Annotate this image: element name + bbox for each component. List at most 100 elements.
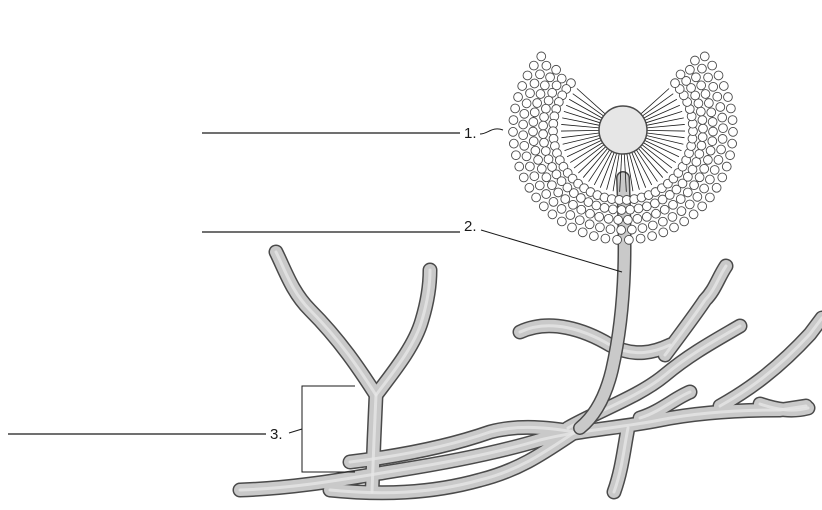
spore xyxy=(714,71,723,80)
spore xyxy=(660,205,669,214)
spore xyxy=(529,127,538,136)
spore xyxy=(695,173,704,182)
spore xyxy=(548,210,557,219)
spore xyxy=(729,127,738,136)
spore xyxy=(617,226,626,235)
spore xyxy=(626,205,635,214)
spore xyxy=(718,135,727,144)
spore xyxy=(557,217,566,226)
spore xyxy=(585,220,594,229)
spore xyxy=(697,141,706,150)
spore xyxy=(533,99,542,108)
spore xyxy=(700,164,709,173)
spore xyxy=(540,81,549,90)
spore xyxy=(617,206,626,215)
spore xyxy=(512,151,521,160)
spore xyxy=(716,103,725,112)
spore xyxy=(569,200,578,209)
spore-chain xyxy=(562,118,599,125)
spore xyxy=(706,193,715,202)
spore xyxy=(525,183,534,192)
spore xyxy=(683,188,692,197)
spore xyxy=(638,224,647,233)
spore xyxy=(540,113,549,122)
spore xyxy=(537,164,546,173)
spore xyxy=(704,73,713,82)
spore xyxy=(695,150,704,159)
spore xyxy=(718,173,727,182)
spore xyxy=(526,89,535,98)
spore xyxy=(636,234,645,243)
spore xyxy=(542,61,551,70)
spore-chain xyxy=(642,94,673,116)
spore xyxy=(726,151,735,160)
spore xyxy=(531,146,540,155)
spore xyxy=(596,223,605,232)
spore-chain xyxy=(573,94,604,116)
spore xyxy=(705,175,714,184)
spore xyxy=(706,146,715,155)
spore xyxy=(557,205,566,214)
spore xyxy=(537,52,546,61)
spore xyxy=(692,73,701,82)
spore-chain xyxy=(638,148,662,177)
spore xyxy=(712,183,721,192)
spore xyxy=(578,228,587,237)
spore xyxy=(708,118,717,127)
spore xyxy=(552,65,561,74)
spore xyxy=(685,65,694,74)
spore xyxy=(575,216,584,225)
spore xyxy=(522,99,531,108)
spore xyxy=(692,158,701,167)
spore xyxy=(642,212,651,221)
spore xyxy=(696,107,705,116)
spore-chain xyxy=(640,147,667,173)
spore xyxy=(534,155,543,164)
spore xyxy=(606,225,615,234)
spore xyxy=(726,104,735,113)
spore xyxy=(693,192,702,201)
spore xyxy=(709,82,718,91)
spore-chain xyxy=(561,124,599,127)
spore xyxy=(539,130,548,139)
spore xyxy=(668,213,677,222)
spore xyxy=(532,193,541,202)
mycelium xyxy=(240,252,822,493)
spore xyxy=(544,96,553,105)
spore xyxy=(728,116,737,125)
spore-chain xyxy=(647,130,685,131)
spore xyxy=(677,207,686,216)
spore xyxy=(714,155,723,164)
spore xyxy=(509,116,518,125)
spore xyxy=(523,71,532,80)
spore xyxy=(710,166,719,175)
spore xyxy=(724,93,733,102)
spore xyxy=(728,139,737,148)
spore xyxy=(634,204,643,213)
spore xyxy=(586,209,595,218)
spore xyxy=(658,217,667,226)
spore xyxy=(530,108,539,117)
spore xyxy=(699,124,708,133)
spore xyxy=(539,121,548,130)
spore xyxy=(648,221,657,230)
spore xyxy=(577,205,586,214)
spore xyxy=(698,202,707,211)
spore-chain xyxy=(647,124,685,127)
spore xyxy=(540,138,549,147)
spore xyxy=(542,190,551,199)
spore xyxy=(713,92,722,101)
spore xyxy=(529,137,538,146)
spore xyxy=(541,147,550,156)
spore-chain xyxy=(583,148,607,177)
spore xyxy=(676,70,685,79)
spore xyxy=(609,205,618,214)
spore xyxy=(709,127,718,136)
spore xyxy=(519,120,528,129)
spore xyxy=(600,203,609,212)
spore xyxy=(509,139,518,148)
spore xyxy=(509,127,518,136)
spore xyxy=(676,195,685,204)
spore xyxy=(669,200,678,209)
spore xyxy=(704,99,713,108)
